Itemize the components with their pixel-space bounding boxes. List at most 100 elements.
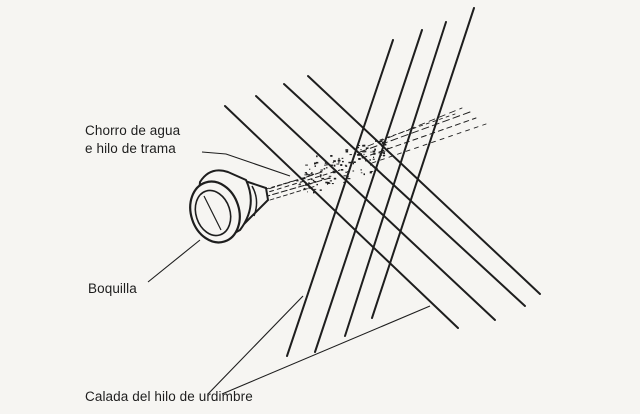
spray-droplet [308, 187, 312, 189]
spray-droplet [360, 149, 362, 151]
spray-droplet [374, 148, 376, 151]
spray-droplet [369, 159, 371, 161]
spray-droplet [314, 165, 316, 167]
spray-droplet [345, 171, 347, 173]
spray-droplet [338, 157, 340, 160]
spray-droplet [308, 183, 312, 185]
spray-droplet [328, 177, 331, 179]
spray-droplet [352, 170, 355, 172]
spray-droplet [305, 164, 308, 166]
spray-droplet [362, 144, 365, 147]
spray-droplet [357, 154, 360, 156]
spray-droplet [298, 184, 301, 186]
spray-droplet [315, 161, 319, 164]
spray-droplet [378, 141, 381, 143]
spray-droplet [372, 150, 376, 153]
spray-droplet [383, 152, 385, 155]
spray-droplet [309, 168, 311, 170]
spray-droplet [387, 147, 389, 149]
spray-droplet [336, 163, 340, 165]
spray-droplet [306, 173, 309, 175]
spray-droplet [370, 163, 372, 166]
spray-droplet [304, 174, 308, 176]
warp-shed-label: Calada del hilo de urdimbre [85, 389, 253, 404]
spray-droplet [319, 174, 322, 176]
spray-droplet [320, 175, 322, 178]
warp-thread [283, 83, 526, 307]
spray-droplet [329, 180, 332, 182]
spray-droplet [338, 161, 340, 164]
spray-droplet [330, 164, 334, 166]
spray-droplet [343, 181, 346, 183]
spray-droplet [325, 181, 328, 184]
spray-droplet [332, 162, 334, 164]
spray-droplet [345, 165, 348, 167]
warp-thread [314, 29, 423, 353]
spray-droplet [378, 152, 380, 154]
warp-thread [224, 105, 459, 329]
spray-droplet [319, 189, 322, 191]
leader-lines [147, 151, 431, 395]
spray-droplet [308, 182, 310, 184]
spray-droplet [386, 150, 388, 151]
spray-droplet [307, 174, 311, 176]
spray-droplet [360, 153, 362, 155]
spray-droplet [316, 183, 318, 186]
warp-thread [344, 21, 447, 337]
spray-droplet [365, 147, 369, 149]
water-jet [261, 107, 487, 201]
spray-droplet [375, 140, 377, 142]
spray-droplet [327, 182, 331, 184]
spray-droplet [353, 161, 356, 163]
spray-droplet [337, 159, 341, 162]
spray-droplet [341, 157, 344, 159]
spray-droplet [338, 173, 341, 175]
spray-droplet [383, 150, 386, 152]
spray-droplet [328, 175, 332, 177]
leader-warp-shed-left [207, 295, 304, 395]
spray-droplet [314, 162, 317, 165]
spray-droplet [384, 143, 387, 146]
spray-droplet [321, 177, 325, 180]
spray-droplet [299, 183, 301, 185]
spray-droplet [363, 153, 365, 156]
warp-threads-lower-set [224, 75, 541, 329]
spray-droplet [340, 169, 344, 171]
spray-droplet [380, 154, 382, 156]
warp-thread [307, 75, 541, 295]
spray-droplet [345, 149, 349, 151]
spray-droplet [327, 183, 329, 185]
spray-droplet [352, 148, 355, 150]
spray-droplet [363, 173, 365, 176]
spray-droplet [343, 175, 347, 177]
spray-droplet [316, 155, 318, 158]
spray-droplet [382, 141, 385, 144]
leader-water-jet [201, 151, 291, 177]
spray-droplet [372, 153, 376, 155]
nozzle-label: Boquilla [88, 281, 137, 296]
spray-droplet [306, 184, 308, 186]
spray-droplet [383, 155, 385, 157]
warp-thread [371, 7, 475, 319]
spray-droplet [296, 179, 299, 182]
spray-droplet [323, 168, 326, 170]
warp-thread [286, 39, 394, 357]
nozzle [189, 169, 270, 244]
spray-droplet [311, 172, 313, 174]
spray-droplet [325, 164, 328, 166]
warp-thread [255, 95, 496, 321]
spray-droplet [332, 171, 336, 174]
spray-droplet [303, 188, 306, 191]
spray-droplet [348, 161, 352, 164]
spray-droplet [332, 170, 334, 172]
spray-droplet [313, 181, 316, 183]
spray-droplet [330, 155, 333, 157]
spray-droplet [312, 179, 315, 181]
spray-droplet [320, 169, 323, 171]
spray-droplet [324, 164, 326, 166]
spray-droplet [347, 171, 350, 173]
spray-droplet [311, 178, 313, 180]
spray-droplet [363, 144, 366, 147]
water-jet-label-line2: e hilo de trama [85, 141, 176, 156]
